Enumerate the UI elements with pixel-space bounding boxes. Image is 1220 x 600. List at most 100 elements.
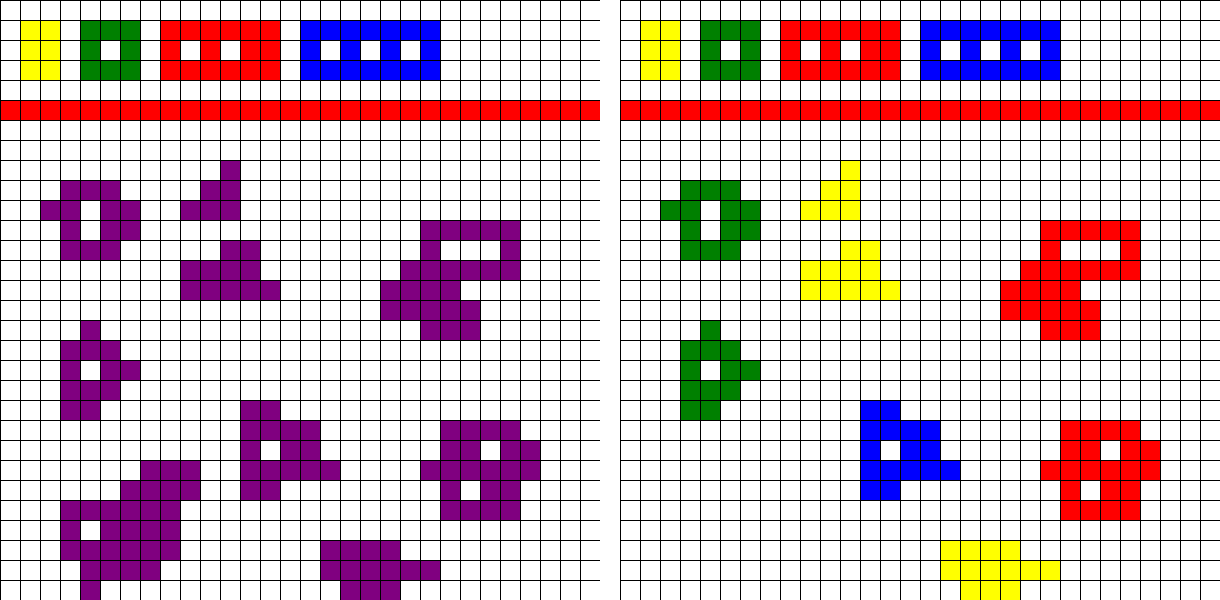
- grid-cell: [120, 400, 141, 421]
- grid-cell: [440, 320, 461, 341]
- grid-cell: [0, 340, 21, 361]
- grid-cell: [420, 360, 441, 381]
- grid-cell: [1040, 100, 1061, 121]
- grid-cell: [700, 340, 721, 361]
- grid-cell: [960, 320, 981, 341]
- grid-cell: [1020, 240, 1041, 261]
- grid-cell: [1200, 520, 1220, 541]
- grid-cell: [1200, 580, 1220, 600]
- grid-cell: [380, 300, 401, 321]
- grid-cell: [940, 420, 961, 441]
- grid-cell: [1140, 340, 1161, 361]
- grid-cell: [780, 240, 801, 261]
- grid-cell: [540, 40, 561, 61]
- grid-cell: [540, 580, 561, 600]
- grid-cell: [440, 0, 461, 21]
- grid-cell: [640, 60, 661, 81]
- grid-cell: [940, 20, 961, 41]
- grid-cell: [320, 20, 341, 41]
- grid-cell: [980, 160, 1001, 181]
- grid-cell: [880, 300, 901, 321]
- grid-cell: [580, 20, 600, 41]
- grid-cell: [80, 220, 101, 241]
- grid-cell: [820, 160, 841, 181]
- grid-cell: [640, 40, 661, 61]
- grid-cell: [40, 500, 61, 521]
- grid-cell: [40, 140, 61, 161]
- grid-cell: [960, 400, 981, 421]
- grid-cell: [500, 460, 521, 481]
- grid-cell: [180, 440, 201, 461]
- grid-cell: [1040, 580, 1061, 600]
- grid-cell: [580, 420, 600, 441]
- grid-cell: [300, 20, 321, 41]
- grid-cell: [240, 280, 261, 301]
- grid-cell: [1080, 100, 1101, 121]
- grid-cell: [20, 500, 41, 521]
- grid-cell: [680, 560, 701, 581]
- grid-cell: [1080, 220, 1101, 241]
- grid-cell: [340, 140, 361, 161]
- grid-cell: [380, 60, 401, 81]
- grid-cell: [160, 520, 181, 541]
- grid-cell: [60, 140, 81, 161]
- grid-cell: [1200, 160, 1220, 181]
- grid-cell: [240, 160, 261, 181]
- grid-cell: [400, 360, 421, 381]
- grid-cell: [760, 320, 781, 341]
- grid-cell: [740, 560, 761, 581]
- grid-cell: [940, 520, 961, 541]
- grid-cell: [540, 420, 561, 441]
- grid-cell: [380, 220, 401, 241]
- grid-cell: [1080, 500, 1101, 521]
- grid-cell: [840, 260, 861, 281]
- grid-cell: [1040, 380, 1061, 401]
- grid-cell: [580, 40, 600, 61]
- grid-cell: [0, 420, 21, 441]
- grid-cell: [540, 380, 561, 401]
- grid-cell: [620, 100, 641, 121]
- grid-cell: [1140, 300, 1161, 321]
- grid-cell: [240, 220, 261, 241]
- grid-cell: [960, 420, 981, 441]
- grid-cell: [580, 260, 600, 281]
- grid-cell: [200, 540, 221, 561]
- grid-cell: [660, 300, 681, 321]
- grid-cell: [1040, 400, 1061, 421]
- grid-cell: [440, 540, 461, 561]
- grid-cell: [380, 140, 401, 161]
- grid-cell: [40, 460, 61, 481]
- grid-cell: [200, 180, 221, 201]
- grid-cell: [1120, 200, 1141, 221]
- grid-cell: [360, 520, 381, 541]
- grid-cell: [140, 280, 161, 301]
- grid-cell: [540, 280, 561, 301]
- grid-cell: [480, 60, 501, 81]
- grid-cell: [260, 80, 281, 101]
- grid-cell: [380, 500, 401, 521]
- grid-cell: [20, 380, 41, 401]
- grid-cell: [400, 140, 421, 161]
- grid-cell: [1040, 500, 1061, 521]
- grid-cell: [160, 60, 181, 81]
- grid-cell: [580, 60, 600, 81]
- grid-cell: [400, 500, 421, 521]
- grid-cell: [280, 500, 301, 521]
- grid-cell: [380, 0, 401, 21]
- grid-cell: [820, 220, 841, 241]
- grid-cell: [0, 60, 21, 81]
- grid-cell: [640, 120, 661, 141]
- grid-cell: [200, 420, 221, 441]
- grid-cell: [60, 320, 81, 341]
- grid-cell: [1020, 460, 1041, 481]
- grid-cell: [980, 520, 1001, 541]
- grid-cell: [520, 120, 541, 141]
- grid-cell: [500, 580, 521, 600]
- grid-cell: [680, 500, 701, 521]
- grid-cell: [140, 40, 161, 61]
- grid-cell: [500, 0, 521, 21]
- grid-cell: [140, 420, 161, 441]
- panel-divider: [600, 0, 620, 600]
- grid-cell: [1100, 560, 1121, 581]
- grid-cell: [220, 320, 241, 341]
